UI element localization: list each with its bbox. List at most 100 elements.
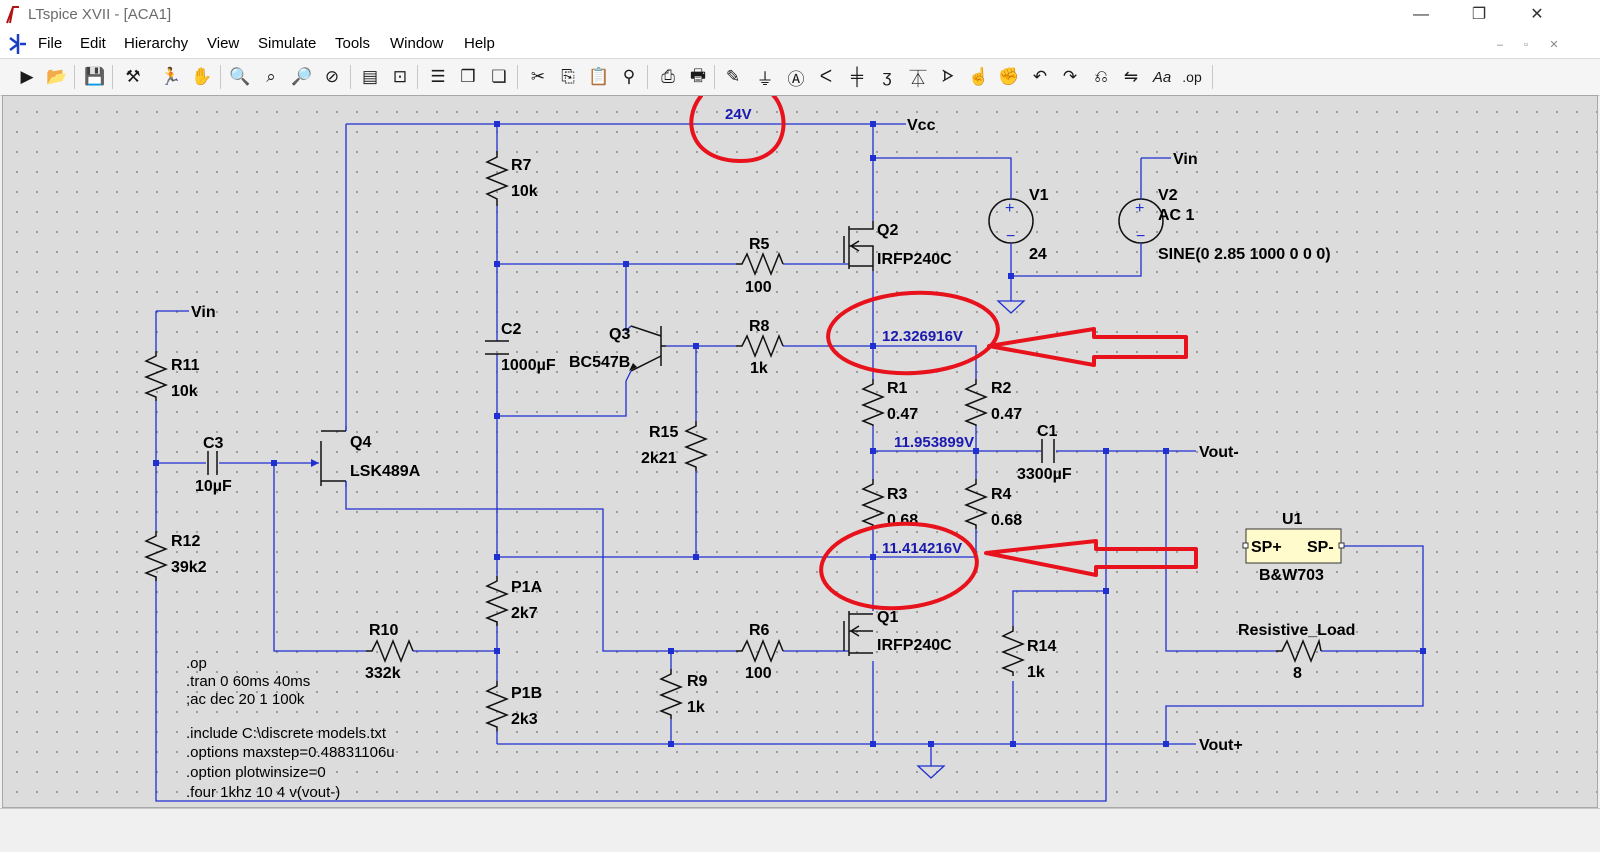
pan-icon[interactable]: ✋ xyxy=(191,67,213,86)
transistor-Q3[interactable] xyxy=(625,325,666,382)
visible-traces-icon[interactable]: ⊡ xyxy=(392,67,408,86)
run-icon[interactable]: ▶ xyxy=(20,67,34,86)
directive-line[interactable]: .options maxstep=0.48831106u xyxy=(186,744,395,761)
cut-icon[interactable]: ✂ xyxy=(530,67,546,86)
wires[interactable] xyxy=(155,123,1424,802)
mdi-restore-button[interactable]: ▫ xyxy=(1524,39,1528,51)
move-icon[interactable]: ☝ xyxy=(968,67,990,86)
value-R5: 100 xyxy=(745,279,772,296)
speaker-U1[interactable] xyxy=(1242,528,1345,564)
resistor-R11[interactable] xyxy=(143,351,169,401)
resistor-Resistive_Load[interactable] xyxy=(1276,638,1322,664)
directive-line[interactable]: .op xyxy=(186,655,207,672)
value2-V2: SINE(0 2.85 1000 0 0 0) xyxy=(1158,246,1331,263)
print-setup-icon[interactable]: ⎙ xyxy=(661,67,675,86)
capacitor-C3[interactable] xyxy=(207,451,218,475)
transistor-Q1[interactable] xyxy=(843,611,873,656)
resistor-icon[interactable]: ᐸ xyxy=(819,67,833,86)
mdi-minimize-button[interactable]: – xyxy=(1496,39,1504,51)
menu-hierarchy[interactable]: Hierarchy xyxy=(124,35,189,52)
voltage-source-V1[interactable]: + − xyxy=(988,176,1034,246)
copy-icon[interactable]: ⎘ xyxy=(561,67,575,86)
find-icon[interactable]: ⚲ xyxy=(622,67,636,86)
voltage-source-V2[interactable]: + − xyxy=(1118,196,1164,246)
transistor-Q2[interactable] xyxy=(843,221,874,271)
maximize-button[interactable]: ❐ xyxy=(1471,6,1487,23)
transistor-Q4[interactable] xyxy=(311,426,347,487)
directive-line[interactable]: ;ac dec 20 1 100k xyxy=(186,691,305,708)
menu-window[interactable]: Window xyxy=(390,35,444,52)
draw-wire-icon[interactable]: ✎ xyxy=(725,67,741,86)
menu-help[interactable]: Help xyxy=(464,35,495,52)
resistor-R12[interactable] xyxy=(143,531,169,581)
paste-icon[interactable]: 📋 xyxy=(588,67,610,86)
minimize-button[interactable]: — xyxy=(1413,6,1429,23)
tile-horizontal-icon[interactable]: ☰ xyxy=(430,67,446,86)
net-label-vout-minus: Vout- xyxy=(1199,444,1239,461)
drag-icon[interactable]: ✊ xyxy=(998,67,1020,86)
ground-icon[interactable]: ⏚ xyxy=(756,69,774,89)
mirror-icon[interactable]: ⇋ xyxy=(1123,67,1139,86)
resistor-R7[interactable] xyxy=(484,151,510,206)
zoom-in-icon[interactable]: 🔍 xyxy=(229,67,251,86)
cascade-icon[interactable]: ❒ xyxy=(460,67,476,86)
redo-icon[interactable]: ↷ xyxy=(1062,67,1078,86)
menu-simulate[interactable]: Simulate xyxy=(258,35,317,52)
potentiometer-P1A[interactable] xyxy=(484,576,510,626)
spice-directive-icon[interactable]: .op xyxy=(1182,69,1202,85)
ref-V1: V1 xyxy=(1029,187,1049,204)
menu-file[interactable]: File xyxy=(38,35,63,52)
tile-vertical-icon[interactable]: ❏ xyxy=(491,67,507,86)
rotate-icon[interactable]: ⎌ xyxy=(1094,67,1108,86)
capacitor-C1[interactable] xyxy=(1041,439,1055,463)
menu-edit[interactable]: Edit xyxy=(80,35,106,52)
zoom-cancel-icon[interactable]: ⊘ xyxy=(324,67,340,86)
directive-line[interactable]: .include C:\discrete models.txt xyxy=(186,725,387,742)
directive-line[interactable]: .tran 0 60ms 40ms xyxy=(186,673,310,690)
component-icon[interactable]: ᗌ xyxy=(941,67,955,86)
directive-line[interactable]: .four 1khz 10 4 v(vout-) xyxy=(186,784,340,801)
resistor-R15[interactable] xyxy=(683,421,709,471)
schematic-canvas[interactable]: + − + − xyxy=(2,95,1598,808)
capacitor-icon[interactable]: ╪ xyxy=(850,67,864,86)
close-button[interactable]: ✕ xyxy=(1530,6,1544,23)
resistor-R1[interactable] xyxy=(860,379,886,426)
resistor-R10[interactable] xyxy=(366,638,414,664)
resistor-R14[interactable] xyxy=(1000,626,1026,676)
menu-view[interactable]: View xyxy=(207,35,240,52)
potentiometer-P1B[interactable] xyxy=(484,681,510,731)
label-net-icon[interactable]: Ⓐ xyxy=(787,69,805,89)
value-R4: 0.68 xyxy=(991,512,1022,529)
capacitor-C2[interactable] xyxy=(485,340,509,355)
resistor-R9[interactable] xyxy=(658,669,684,719)
resistor-R4[interactable] xyxy=(963,479,989,529)
menu-tools[interactable]: Tools xyxy=(335,35,371,52)
value-R7: 10k xyxy=(511,183,538,200)
halt-icon[interactable]: 🏃 xyxy=(160,67,182,86)
text-icon[interactable]: Aa xyxy=(1152,68,1172,86)
resistor-R5[interactable] xyxy=(736,251,784,277)
control-panel-icon[interactable]: ⚒ xyxy=(125,67,141,86)
resistor-R3[interactable] xyxy=(860,479,886,529)
mdi-close-button[interactable]: ✕ xyxy=(1549,39,1559,51)
value-R11: 10k xyxy=(171,383,198,400)
resistor-R8[interactable] xyxy=(736,333,784,359)
diode-icon[interactable]: ⏄ xyxy=(909,69,927,89)
schematic-drawing[interactable]: + − + − xyxy=(3,96,1597,807)
resistor-R2[interactable] xyxy=(963,379,989,426)
directive-line[interactable]: .option plotwinsize=0 xyxy=(186,764,326,781)
ref-R11: R11 xyxy=(171,357,200,374)
zoom-area-icon[interactable]: ⌕ xyxy=(266,67,276,86)
menu-bar: File Edit Hierarchy View Simulate Tools … xyxy=(0,30,1600,58)
ref-C3: C3 xyxy=(203,435,224,452)
inductor-icon[interactable]: ʒ xyxy=(882,67,892,86)
print-icon[interactable]: 🖶 xyxy=(689,65,707,85)
autorange-icon[interactable]: ▤ xyxy=(361,67,379,86)
save-icon[interactable]: 💾 xyxy=(84,67,106,86)
value-C3: 10µF xyxy=(195,478,232,495)
resistor-R6[interactable] xyxy=(736,638,784,664)
spice-directives[interactable]: .op .tran 0 60ms 40ms ;ac dec 20 1 100k … xyxy=(186,655,395,801)
undo-icon[interactable]: ↶ xyxy=(1032,67,1048,86)
open-icon[interactable]: 📂 xyxy=(46,67,68,86)
zoom-out-icon[interactable]: 🔎 xyxy=(291,67,313,86)
